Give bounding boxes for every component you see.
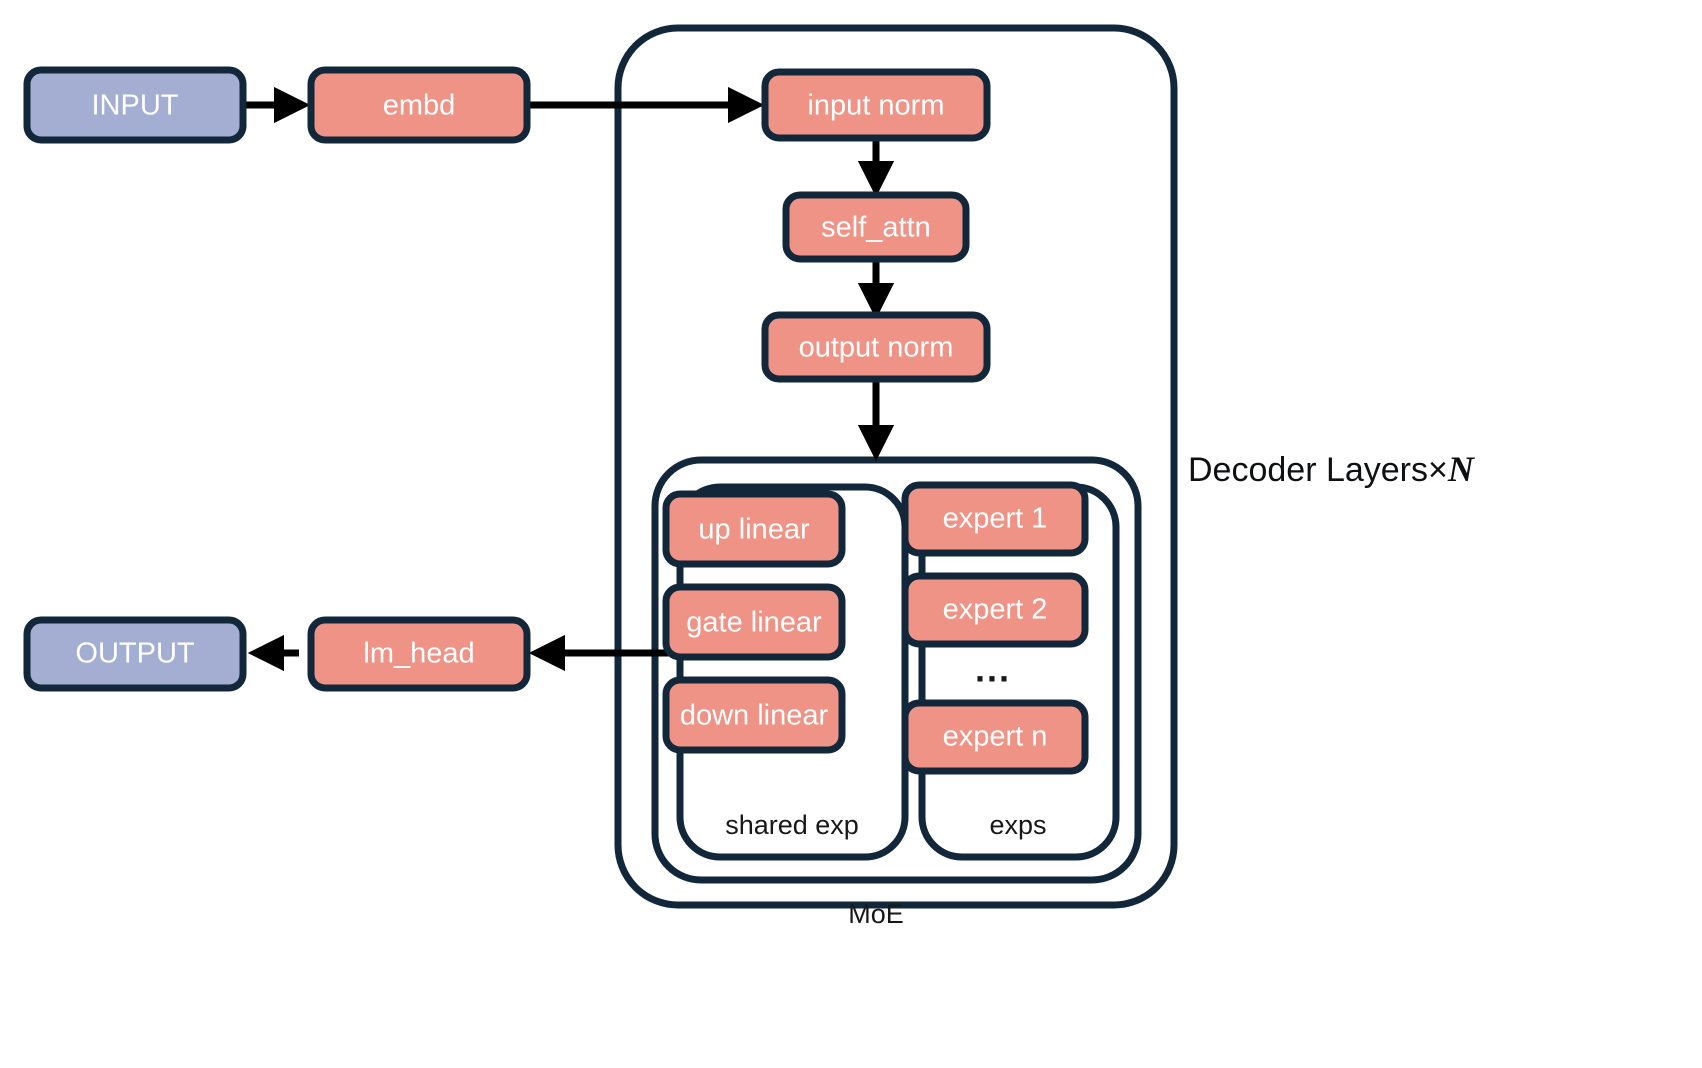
node-input[interactable]: INPUT: [23, 66, 247, 144]
input-label: INPUT: [92, 90, 179, 122]
output-norm-label: output norm: [799, 332, 954, 364]
expert-n-box[interactable]: [901, 699, 1089, 775]
node-gate-linear[interactable]: gate linear: [662, 583, 846, 661]
lm-head-label: lm_head: [363, 638, 474, 670]
node-lm-head[interactable]: lm_head: [307, 616, 531, 692]
node-output[interactable]: OUTPUT: [23, 616, 247, 692]
expert-2-label: expert 2: [943, 594, 1048, 626]
expert-1-box[interactable]: [901, 481, 1089, 557]
expert-2-box[interactable]: [901, 572, 1089, 648]
moe-label: MoE: [848, 899, 904, 929]
decoder-layers-prefix-text: Decoder Layers×: [1188, 451, 1448, 489]
decoder-layers-container: [614, 24, 1178, 909]
self-attn-box[interactable]: [782, 191, 970, 263]
input-norm-box[interactable]: [761, 68, 991, 142]
gate-linear-label: gate linear: [686, 607, 822, 639]
embd-label: embd: [383, 90, 456, 122]
shared-exp-label: shared exp: [725, 810, 859, 840]
gate-linear-box[interactable]: [662, 583, 846, 661]
node-expert-n[interactable]: expert n: [901, 699, 1089, 775]
input-norm-label: input norm: [807, 90, 944, 122]
shared-exp-container: [676, 483, 909, 861]
embd-box[interactable]: [307, 66, 531, 144]
self-attn-label: self_attn: [821, 212, 931, 244]
expert-n-label: expert n: [943, 721, 1048, 753]
experts-ellipsis: ...: [975, 649, 1011, 690]
node-input-norm[interactable]: input norm: [761, 68, 991, 142]
decoder-layers-caption: Decoder Layers×N: [1188, 448, 1474, 490]
decoder-layers-variable-text: N: [1447, 449, 1474, 489]
node-expert-1[interactable]: expert 1: [901, 481, 1089, 557]
up-linear-label: up linear: [698, 514, 810, 546]
output-box[interactable]: [23, 616, 247, 692]
lm-head-box[interactable]: [307, 616, 531, 692]
node-down-linear[interactable]: down linear: [662, 676, 846, 754]
moe-container: [651, 456, 1142, 884]
down-linear-label: down linear: [680, 700, 829, 732]
node-embd[interactable]: embd: [307, 66, 531, 144]
node-output-norm[interactable]: output norm: [761, 311, 991, 383]
down-linear-box[interactable]: [662, 676, 846, 754]
up-linear-box[interactable]: [662, 490, 846, 568]
node-self-attn[interactable]: self_attn: [782, 191, 970, 263]
output-label: OUTPUT: [75, 638, 195, 670]
node-expert-2[interactable]: expert 2: [901, 572, 1089, 648]
exps-label: exps: [989, 810, 1046, 840]
output-norm-box[interactable]: [761, 311, 991, 383]
input-box[interactable]: [23, 66, 247, 144]
expert-1-label: expert 1: [943, 503, 1048, 535]
node-up-linear[interactable]: up linear: [662, 490, 846, 568]
